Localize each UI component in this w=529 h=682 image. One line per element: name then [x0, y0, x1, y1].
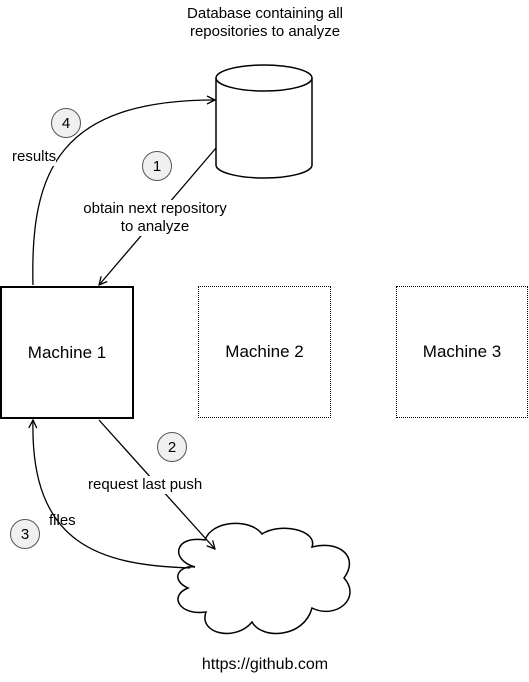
machine-2-label: Machine 2 [225, 342, 304, 361]
database-label-line1: Database containing all [187, 5, 343, 22]
step-1-label-line2: to analyze [120, 218, 190, 235]
machine-3-label: Machine 3 [422, 342, 502, 361]
step-2-label: request last push [88, 476, 203, 494]
arrow-results [32, 100, 215, 286]
machine-3-box: Machine 3 [396, 286, 528, 418]
step-4-badge: 4 [51, 108, 81, 138]
step-4-number: 4 [61, 114, 71, 132]
step-4-label: results [12, 148, 57, 166]
machine-1-box: Machine 1 [0, 286, 134, 419]
step-1-label: obtain next repository to analyze [60, 200, 250, 236]
step-3-number: 3 [20, 525, 30, 543]
step-1-badge: 1 [142, 151, 172, 181]
step-1-number: 1 [152, 157, 162, 175]
step-3-badge: 3 [10, 519, 40, 549]
step-2-number: 2 [167, 438, 177, 456]
step-3-label: files [49, 512, 76, 529]
cloud-label: https://github.com [201, 656, 329, 673]
machine-2-box: Machine 2 [198, 286, 331, 418]
database-label: Database containing all repositories to … [150, 5, 380, 41]
step-1-label-line1: obtain next repository [83, 200, 227, 217]
arrow-files [33, 420, 191, 569]
database-label-line2: repositories to analyze [189, 23, 341, 40]
database-icon [215, 64, 313, 179]
step-2-badge: 2 [157, 432, 187, 462]
machine-1-label: Machine 1 [27, 342, 107, 362]
cloud-icon [177, 522, 351, 635]
